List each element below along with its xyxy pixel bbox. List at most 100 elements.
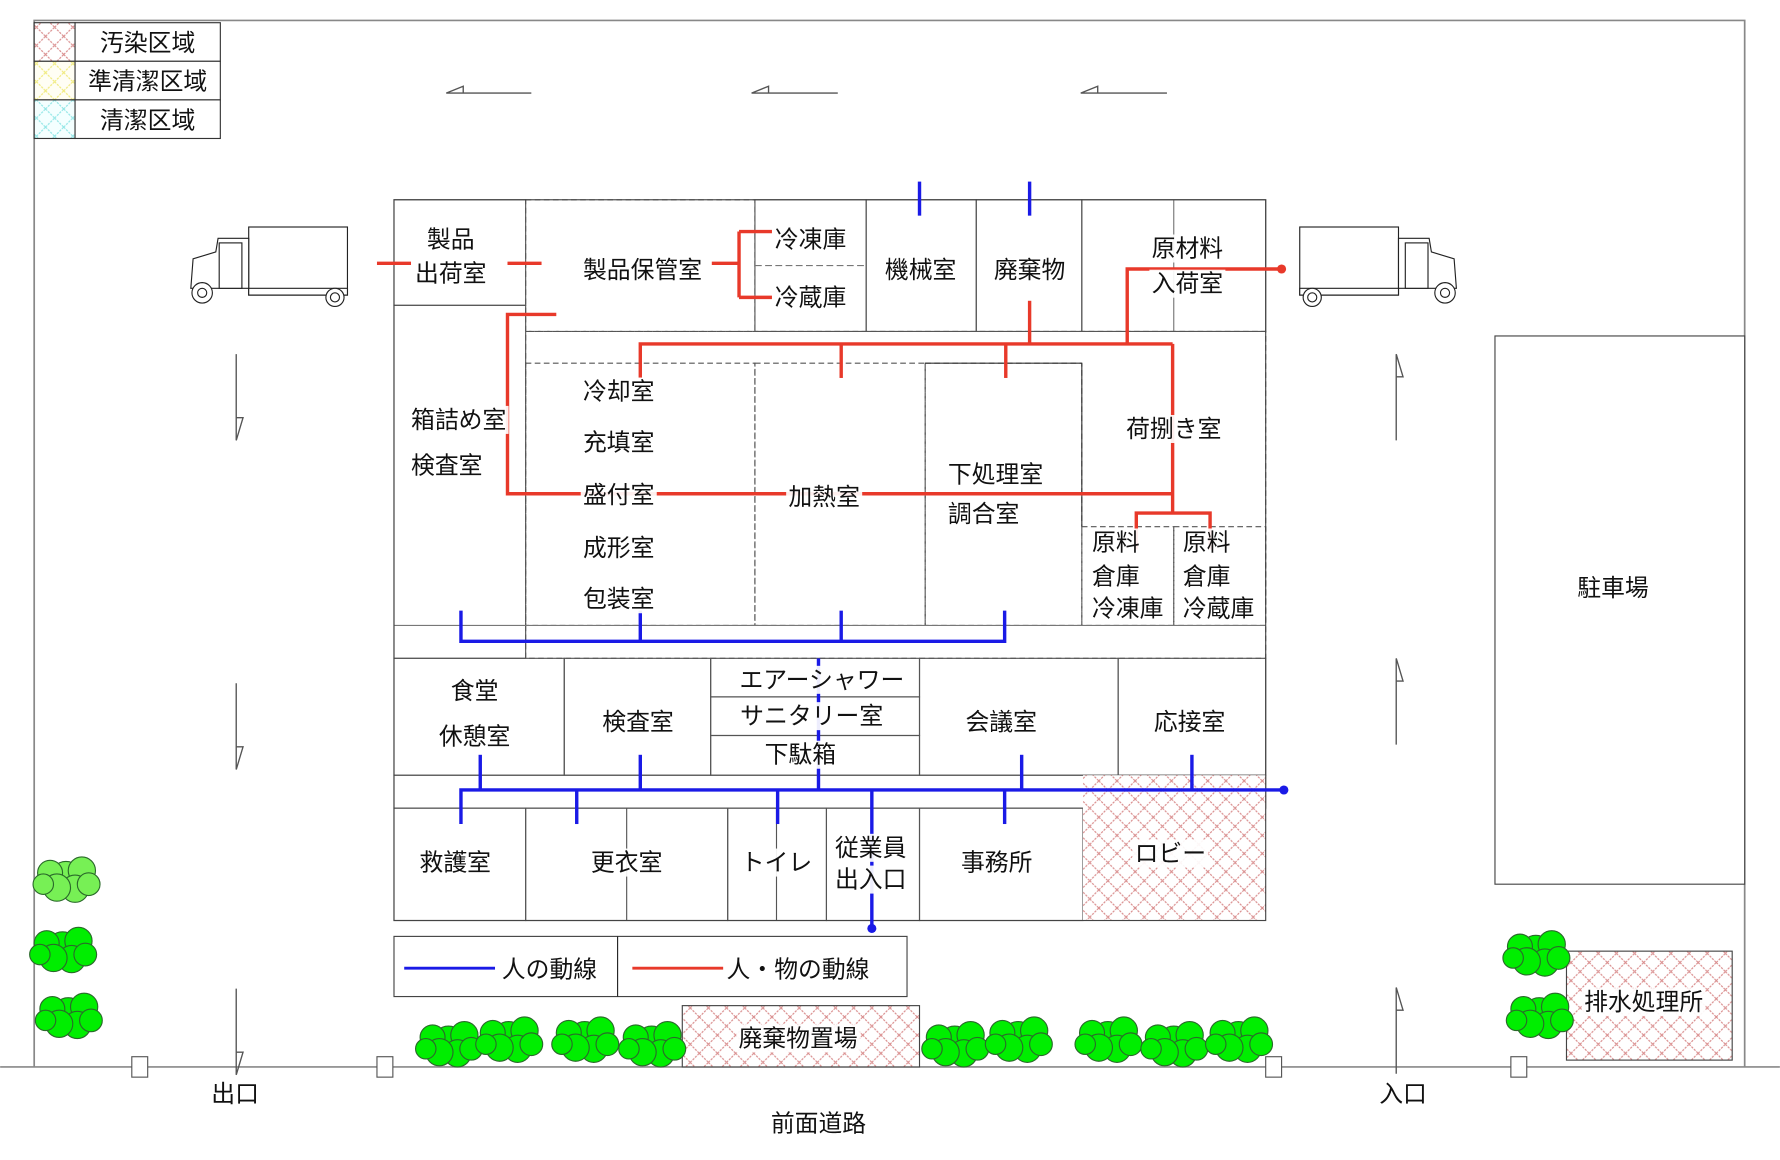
- arrow-up-icon: [1395, 353, 1404, 441]
- room-locker: 更衣室: [591, 849, 662, 877]
- arrow-down-icon: [235, 988, 244, 1076]
- room-prep: 調合室: [948, 500, 1019, 528]
- label-background: [436, 722, 513, 751]
- truck-icon: [1299, 226, 1457, 308]
- tree-icon: [414, 1020, 484, 1068]
- room-inspection: 検査室: [602, 708, 673, 736]
- zone-legend: 汚染区域 準清潔区域 清潔区域: [33, 22, 221, 140]
- room-raw-fridge: 倉庫: [1183, 563, 1231, 591]
- label-background: [1180, 528, 1233, 557]
- parking-label: 駐車場: [1577, 574, 1648, 602]
- gate-post: [1265, 1056, 1283, 1078]
- label-background: [786, 483, 863, 512]
- label-background: [1149, 234, 1226, 263]
- label-background: [724, 955, 872, 984]
- room-filling: 充填室: [583, 429, 654, 457]
- label-background: [737, 665, 907, 694]
- tree-icon: [1502, 930, 1571, 977]
- zone-legend-clean: 清潔区域: [100, 106, 195, 134]
- room-refrigerator: 冷蔵庫: [775, 283, 846, 311]
- label-background: [1149, 269, 1226, 298]
- room-labels: 製品 出荷室 製品保管室 冷凍庫 冷蔵庫 機械室 廃棄物 原材料 入荷室 箱詰め…: [408, 225, 1257, 894]
- room-shipping: 出荷室: [415, 259, 486, 287]
- label-background: [580, 377, 657, 406]
- label-background: [412, 259, 489, 288]
- tree-icon: [475, 1016, 544, 1063]
- arrow-up-icon: [1395, 658, 1404, 745]
- label-background: [580, 428, 657, 457]
- room-machine: 機械室: [885, 256, 956, 284]
- room-packaging: 包装室: [583, 585, 654, 613]
- label-background: [408, 405, 509, 434]
- room-cooling: 冷却室: [583, 378, 654, 406]
- label-background: [882, 256, 959, 285]
- room-waste: 廃棄物: [994, 256, 1065, 284]
- tree-icon: [921, 1020, 990, 1068]
- waste-yard-label: 廃棄物置場: [738, 1024, 857, 1052]
- room-lobby: ロビー: [1135, 839, 1206, 867]
- tree-icon: [32, 856, 101, 903]
- room-product-storage: 製品保管室: [583, 256, 702, 284]
- exit-label: 出口: [211, 1080, 259, 1108]
- label-background: [580, 256, 705, 285]
- label-background: [580, 585, 657, 614]
- label-background: [208, 1080, 262, 1109]
- arrow-left-icon: [751, 85, 838, 94]
- label-background: [958, 848, 1035, 877]
- room-first-aid: 救護室: [420, 849, 491, 877]
- room-raw-receiving: 入荷室: [1152, 270, 1223, 298]
- room-cafeteria: 食堂: [451, 677, 499, 705]
- room-heating: 加熱室: [788, 483, 859, 511]
- room-forming: 成形室: [583, 534, 654, 562]
- label-background: [600, 707, 677, 736]
- label-background: [1089, 528, 1143, 557]
- room-toilet: トイレ: [741, 849, 812, 877]
- label-background: [762, 740, 839, 769]
- gate-post: [131, 1056, 149, 1078]
- room-shoe-box: 下駄箱: [765, 741, 836, 769]
- entrance-label: 入口: [1379, 1080, 1427, 1108]
- label-background: [97, 29, 198, 58]
- label-background: [736, 1024, 860, 1053]
- arrow-down-icon: [235, 683, 244, 770]
- label-background: [1151, 707, 1228, 736]
- label-background: [85, 67, 210, 96]
- tree-icon: [1505, 992, 1574, 1040]
- flow-legend: 人の動線 人・物の動線: [393, 935, 908, 998]
- label-background: [945, 500, 1022, 529]
- label-background: [499, 955, 600, 984]
- label-background: [768, 1109, 869, 1138]
- room-raw-freezer: 冷凍庫: [1092, 594, 1163, 622]
- label-background: [1089, 594, 1166, 623]
- arrow-up-icon: [1395, 987, 1404, 1074]
- label-background: [832, 833, 909, 862]
- flow-start-dot: [1279, 785, 1289, 795]
- label-background: [588, 848, 665, 877]
- label-background: [408, 451, 485, 480]
- label-background: [945, 460, 1046, 489]
- room-reception: 応接室: [1154, 708, 1225, 736]
- flow-start-dot: [867, 923, 877, 933]
- wastewater-label: 排水処理所: [1584, 988, 1703, 1016]
- gate-post: [1510, 1056, 1528, 1078]
- room-freezer: 冷凍庫: [775, 225, 846, 253]
- room-raw-freezer: 原料: [1092, 528, 1140, 556]
- tree-icon: [984, 1016, 1053, 1063]
- parking-lot: [1494, 335, 1746, 885]
- tree-icon: [1204, 1016, 1274, 1063]
- arrow-down-icon: [235, 354, 244, 441]
- flow-legend-person: 人の動線: [502, 955, 597, 983]
- flow-start-dot: [1277, 264, 1287, 274]
- truck-icon: [190, 226, 349, 308]
- label-background: [737, 702, 886, 731]
- label-background: [832, 865, 909, 894]
- tree-icon: [551, 1016, 620, 1063]
- person-flow: [459, 181, 1284, 929]
- room-packing: 検査室: [411, 451, 482, 479]
- tree-icon: [1074, 1016, 1143, 1063]
- site-boundary: [33, 19, 1746, 1067]
- room-raw-fridge: 原料: [1183, 528, 1231, 556]
- label-background: [448, 677, 501, 706]
- label-background: [1376, 1080, 1430, 1109]
